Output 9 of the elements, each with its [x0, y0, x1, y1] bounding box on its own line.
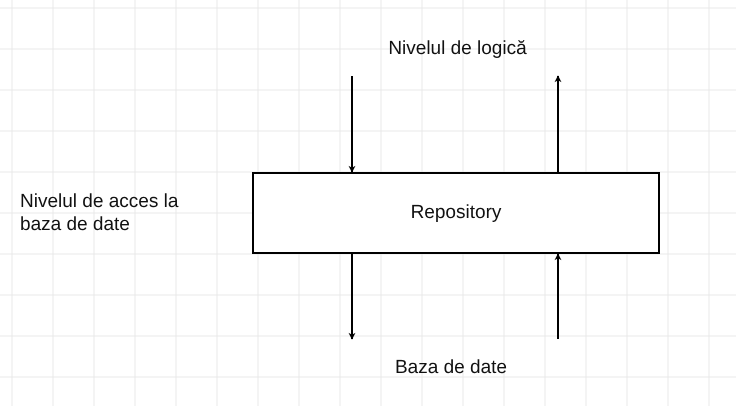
arrow — [348, 254, 356, 340]
arrow — [554, 75, 562, 172]
layer-label: Nivelul de logică — [365, 36, 550, 62]
arrow — [554, 253, 562, 339]
layer-label: Baza de date — [375, 355, 527, 381]
repository-box — [252, 172, 660, 254]
arrow — [348, 76, 356, 173]
box-label: Repository — [410, 202, 502, 224]
layer-label: Nivelul de acces la baza de date — [20, 190, 180, 236]
